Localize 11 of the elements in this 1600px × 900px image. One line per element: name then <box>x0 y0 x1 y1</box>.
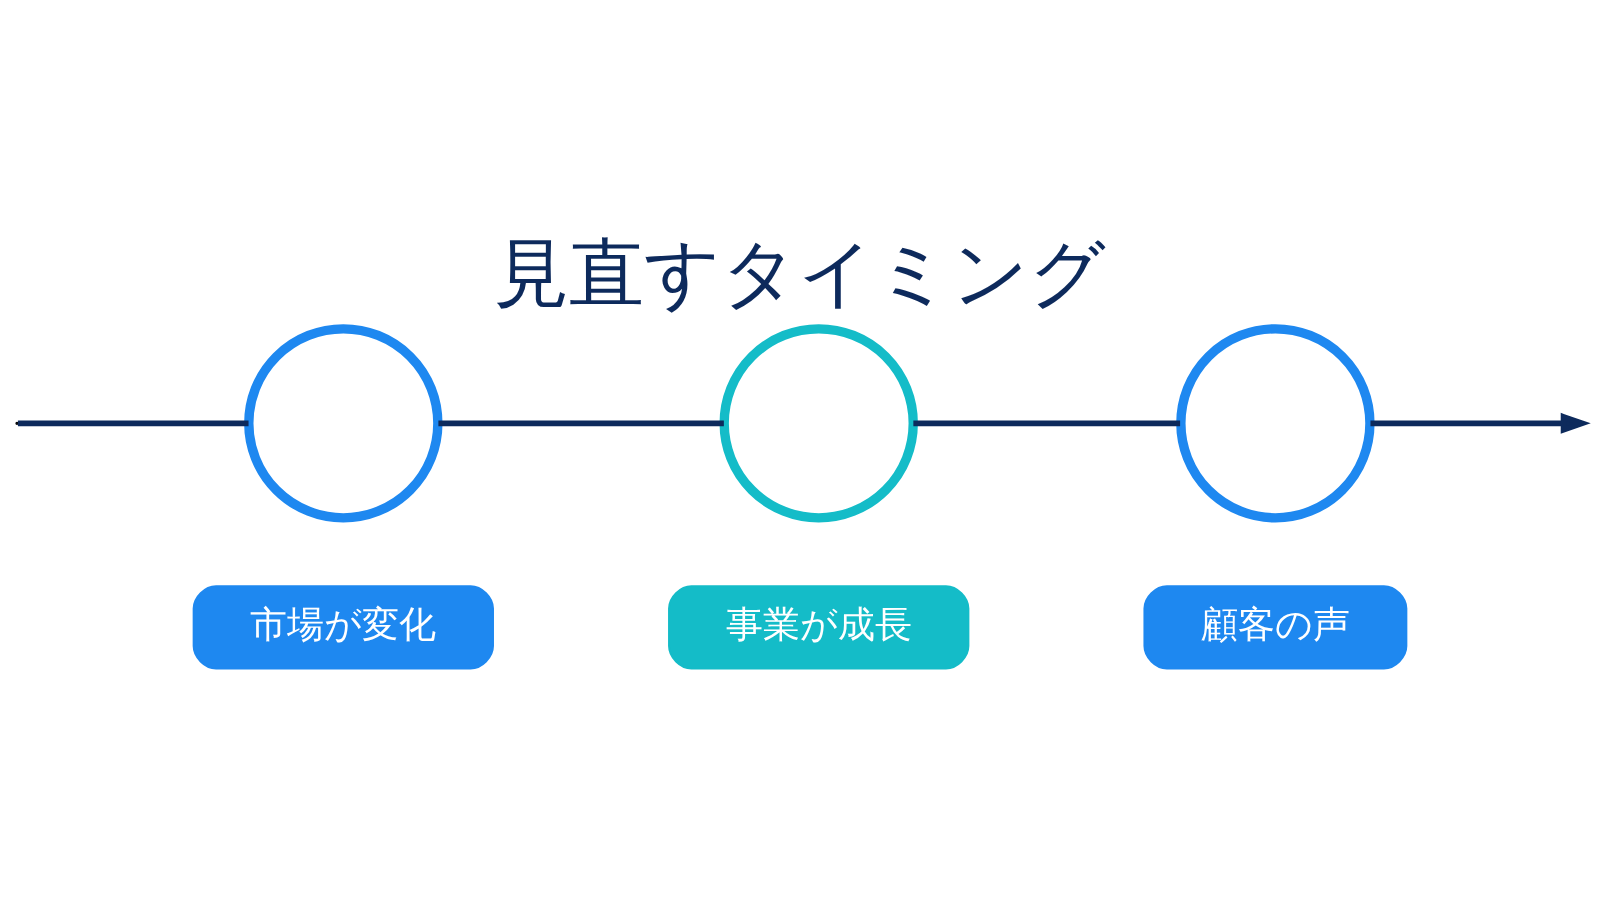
diagram-title: 見直すタイミング <box>494 229 1106 317</box>
node-circle <box>1176 324 1375 523</box>
connector <box>913 420 1181 427</box>
connector <box>17 420 249 427</box>
arrow <box>1370 412 1591 434</box>
node-box: 市場が変化 <box>192 585 494 670</box>
node-circle <box>244 324 443 523</box>
node-box: 顧客の声 <box>1143 585 1408 670</box>
node-box: 事業が成長 <box>668 585 970 670</box>
connector <box>438 420 724 427</box>
node-circle <box>719 324 918 523</box>
